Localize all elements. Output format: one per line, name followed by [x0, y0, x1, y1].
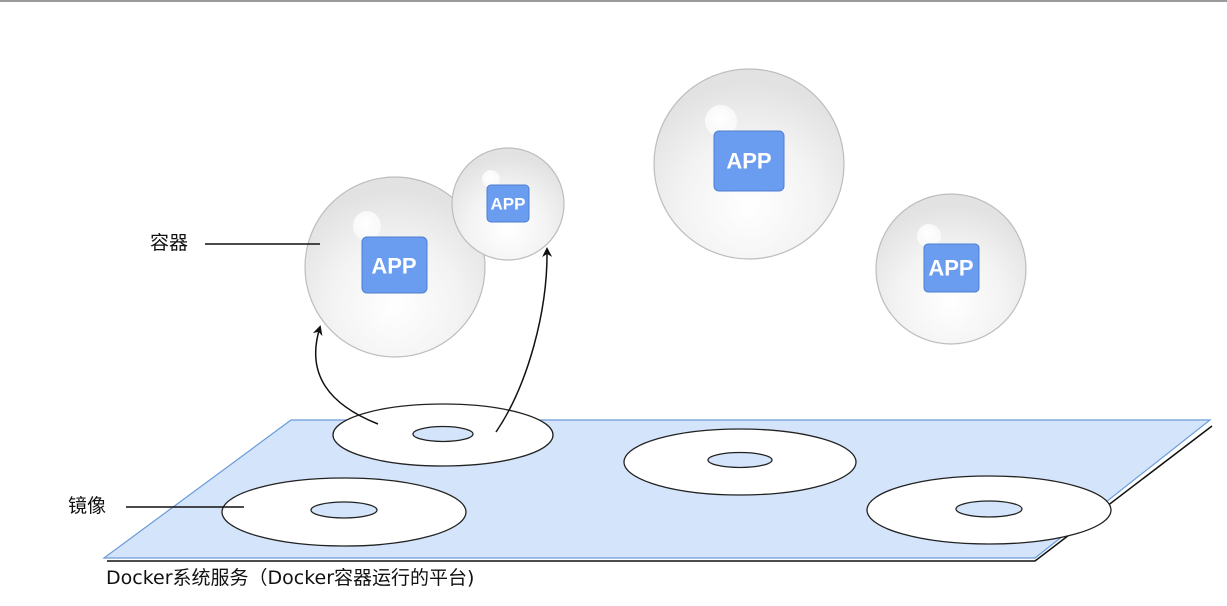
image-disc [221, 477, 467, 547]
container-bubble: APP [653, 68, 845, 260]
app-label: APP [371, 254, 416, 279]
container-bubble: APP [451, 147, 565, 261]
image-disc [332, 403, 554, 467]
platform-label: Docker系统服务（Docker容器运行的平台) [106, 567, 475, 589]
platform-shadow-edge [107, 425, 1213, 562]
image-disc [623, 428, 857, 496]
arrow-image-to-container [495, 247, 553, 433]
bubble-highlight [353, 211, 381, 241]
container-bubble: APP [304, 176, 486, 358]
bubble-highlight [482, 170, 500, 188]
container-label: 容器 [150, 232, 189, 254]
app-label: APP [491, 195, 526, 214]
app-label: APP [726, 149, 771, 174]
bubble-highlight [917, 224, 941, 248]
app-box [713, 130, 785, 192]
top-border [0, 0, 1227, 2]
arrow-image-to-container [312, 325, 379, 425]
app-box [923, 243, 980, 293]
image-label: 镜像 [68, 495, 107, 517]
app-box [361, 236, 428, 294]
image-disc [866, 475, 1112, 545]
app-label: APP [928, 256, 973, 281]
container-bubble: APP [875, 193, 1027, 345]
bubble-highlight [705, 105, 737, 137]
app-box [486, 184, 530, 223]
